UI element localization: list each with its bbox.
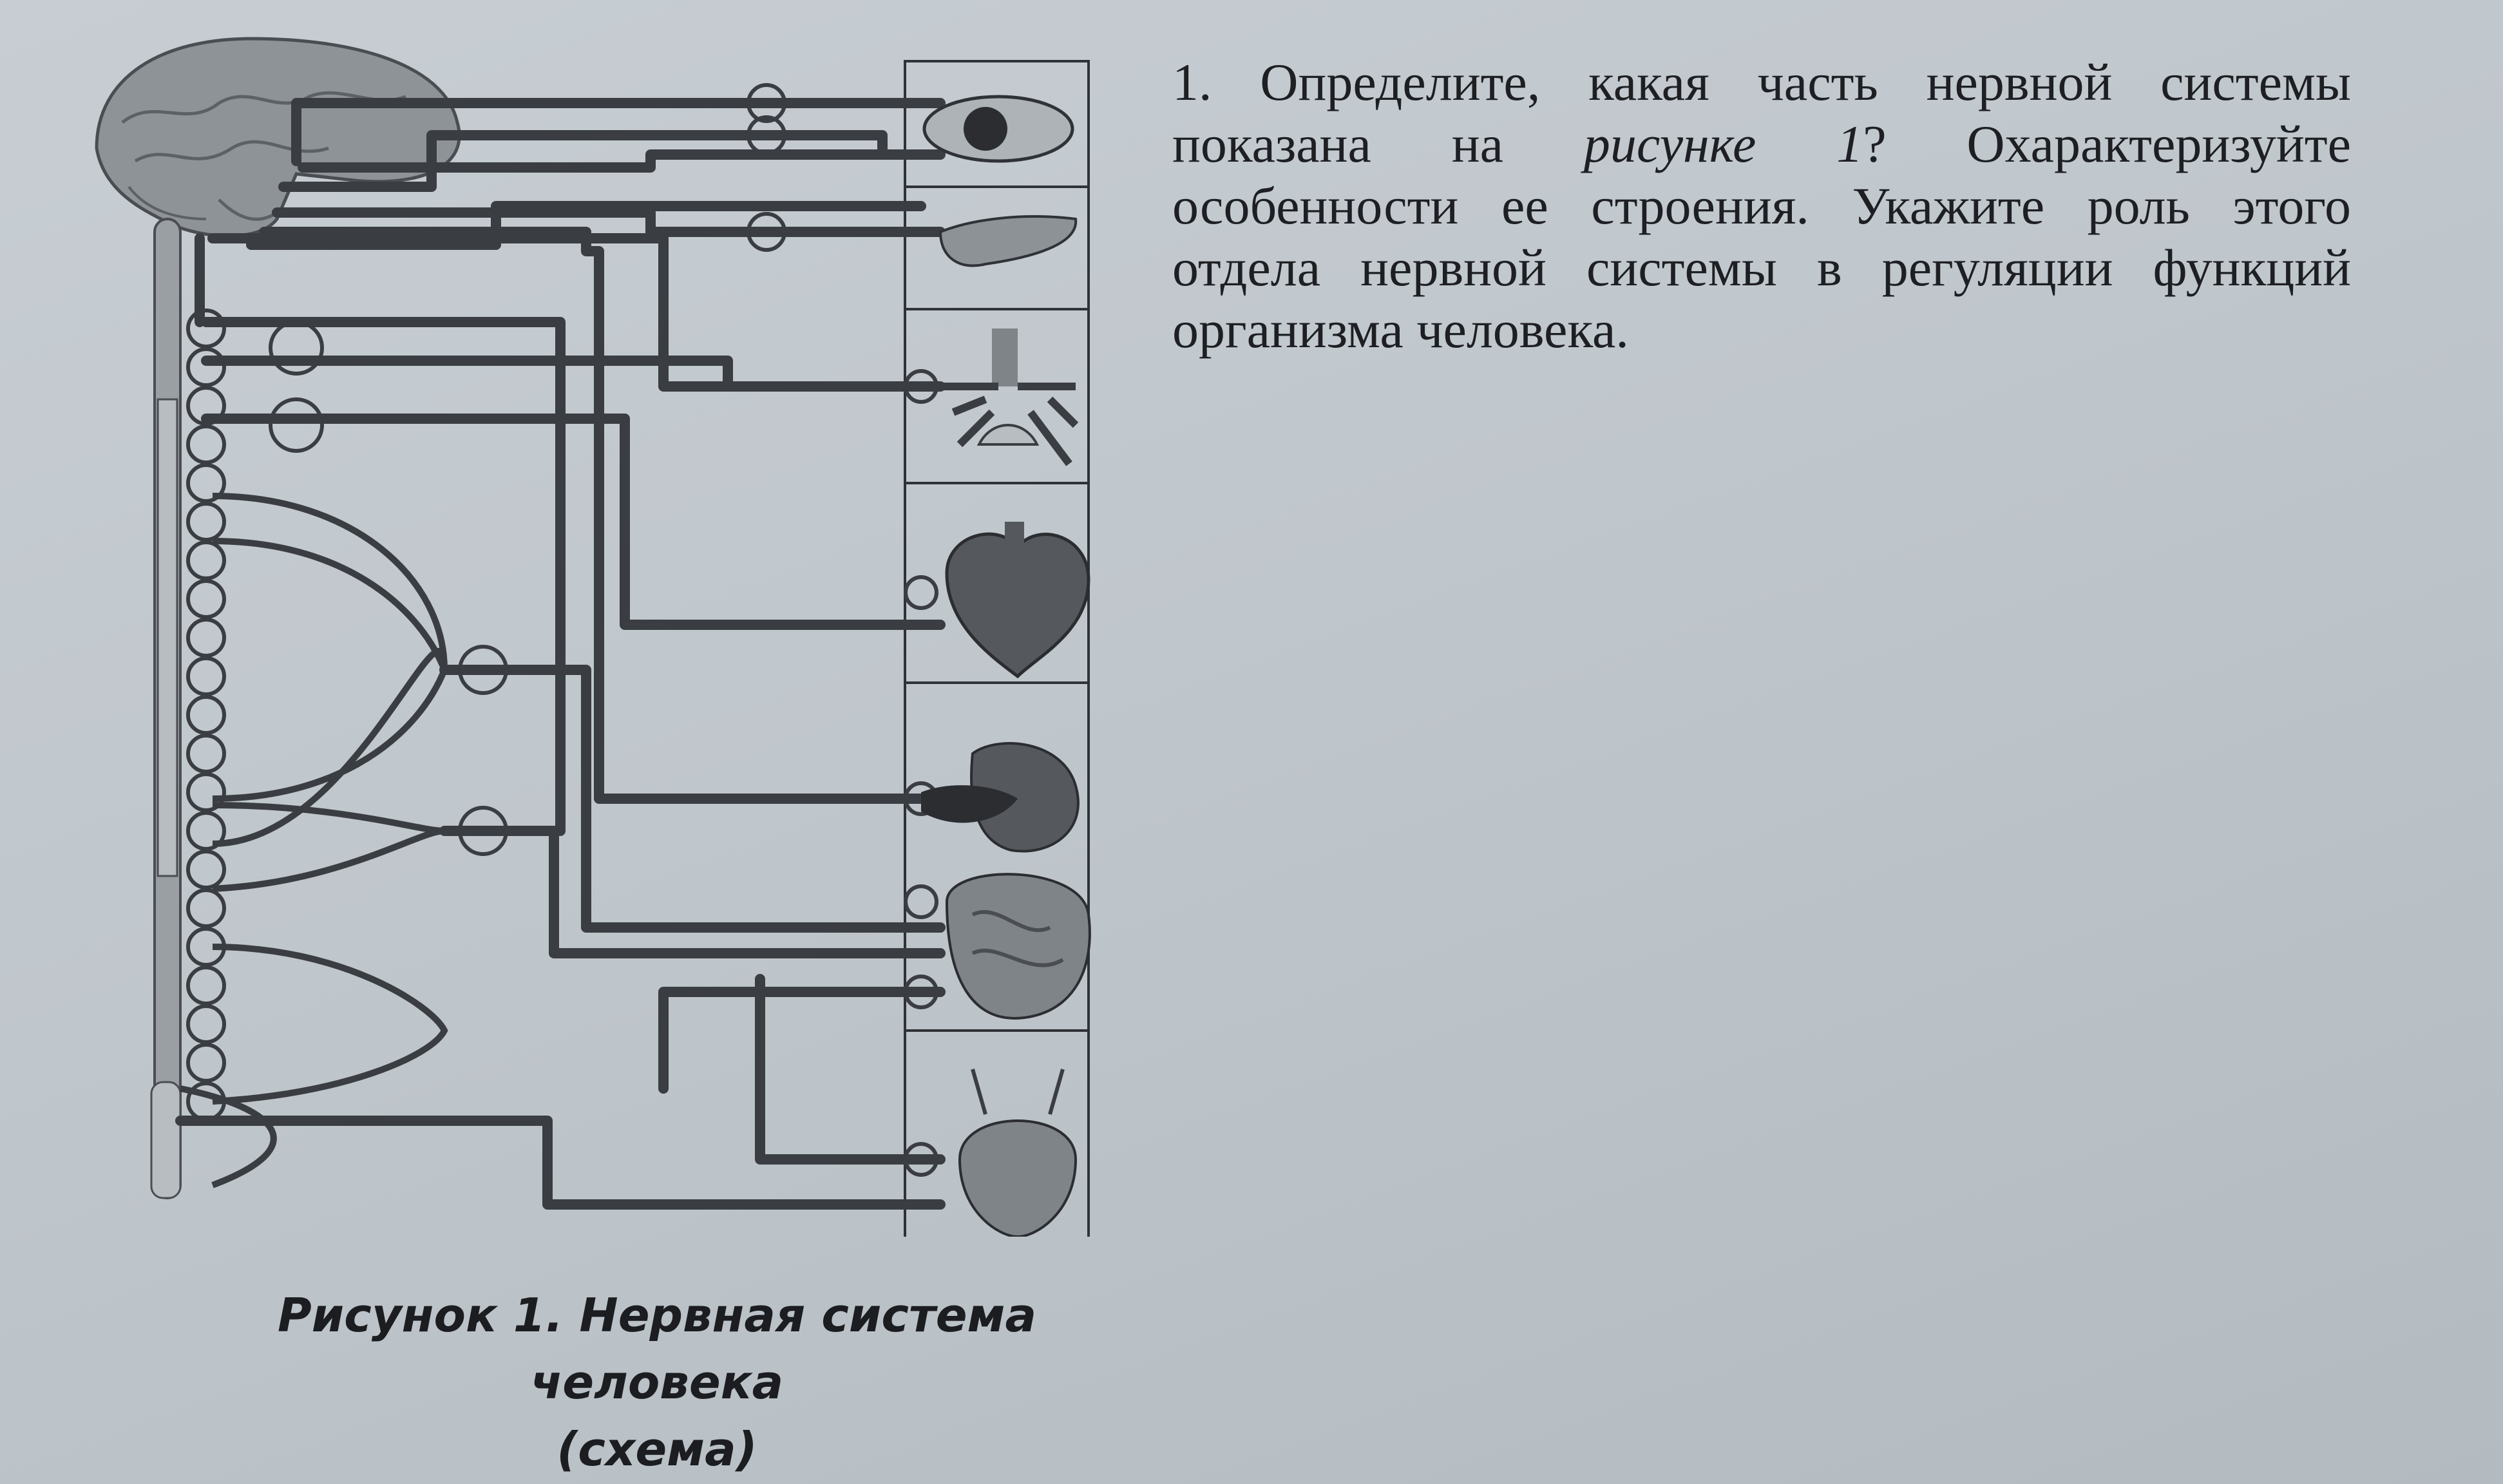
brain-icon <box>95 37 461 238</box>
organ-column <box>904 60 1090 1237</box>
intestine-icon <box>945 873 1091 1020</box>
lungs-icon <box>940 328 1079 466</box>
nervous-system-diagram <box>84 26 1127 1237</box>
figure-caption: Рисунок 1. Нервная система человека (схе… <box>155 1282 1159 1483</box>
gland-icon <box>938 215 1078 267</box>
question-number: 1. <box>1172 53 1212 111</box>
question-part-1: Определите, какая часть нервной системы … <box>1172 53 2351 173</box>
stomach-icon <box>921 742 1080 853</box>
question-part-2: ? Охарактеризуйте особенности ее строени… <box>1172 115 2352 359</box>
question-text: 1. Определите, какая часть нервной систе… <box>1172 52 2351 361</box>
bladder-icon <box>958 1069 1078 1237</box>
nerve-pathways <box>175 98 946 1210</box>
caption-line-1: Рисунок 1. Нервная система человека <box>277 1288 1037 1409</box>
eye-icon <box>922 95 1074 163</box>
ganglion-chain <box>186 83 938 1177</box>
caption-line-2: (схема) <box>557 1422 757 1476</box>
diagram-svg <box>95 37 1091 1237</box>
ganglia-fans <box>180 493 448 1188</box>
figure-reference: рисунке 1 <box>1583 115 1863 173</box>
heart-icon <box>945 522 1090 679</box>
